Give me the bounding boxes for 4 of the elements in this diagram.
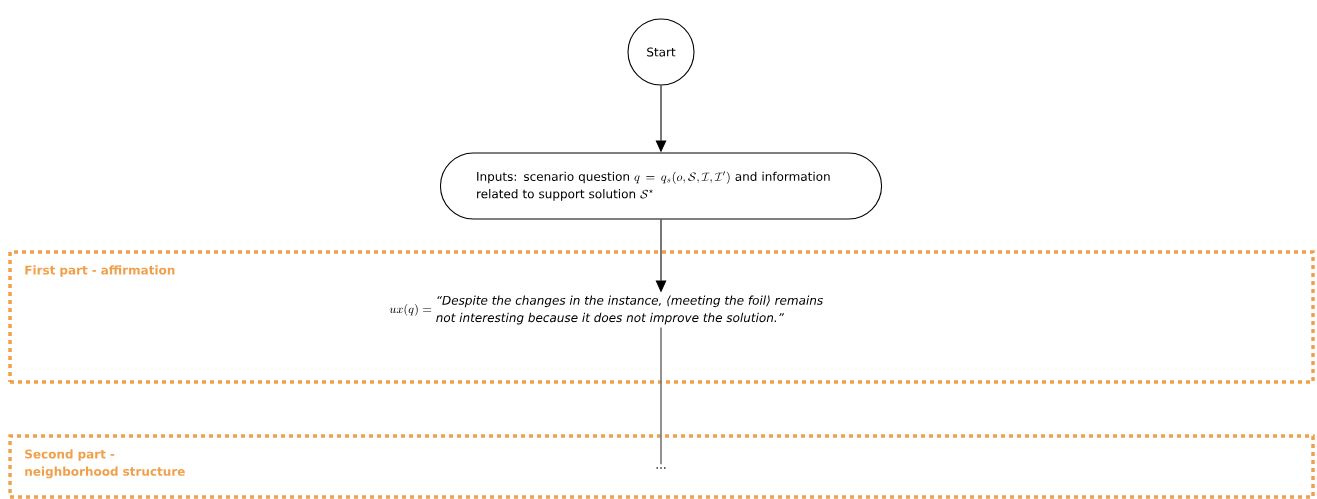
ellipsis-text: ... bbox=[656, 467, 666, 469]
formula-text: $ux(q) =$ “Despite the changes in the instance, ⟨meeting the foil⟩ remains not interesting because it does not improve the solution.” bbox=[389, 295, 823, 325]
input-box: Inputs: scenario question $q = q_s(o, \mathcal{S}, \mathcal{I}, \mathcal{I}')$ and information related to support solution $\mathcal{S}^\star$ bbox=[439, 152, 883, 220]
connector-line bbox=[660, 326, 662, 466]
